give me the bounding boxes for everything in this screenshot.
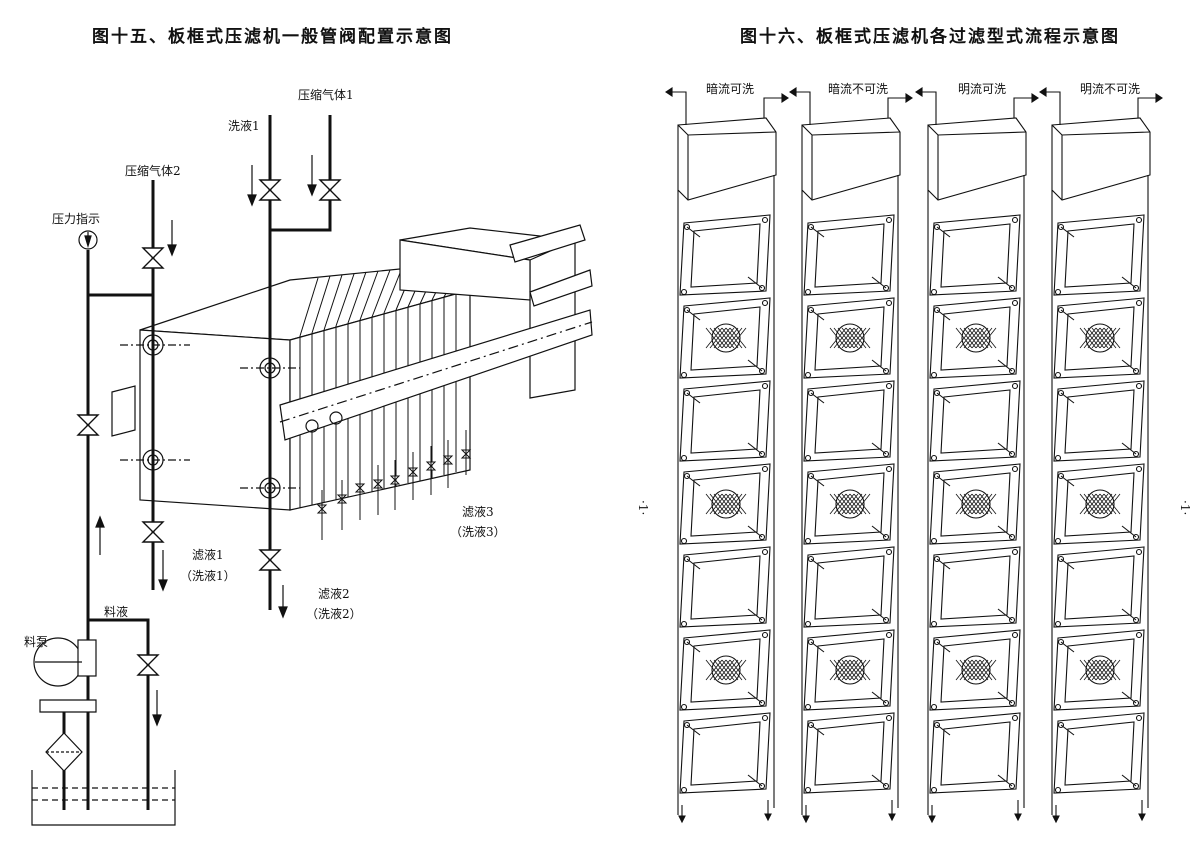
filter-cloth-mesh: [1079, 655, 1121, 685]
head-block: [801, 117, 901, 201]
label-filtrate-1: 滤液1: [192, 548, 224, 562]
plate: [679, 546, 771, 628]
bottom-outlets: [1052, 800, 1146, 824]
plate: [1053, 546, 1145, 628]
filter-cloth-mesh: [1079, 489, 1121, 519]
plate: [679, 297, 771, 379]
plate: [803, 297, 895, 379]
plate: [1053, 712, 1145, 794]
feed-tank: [31, 770, 176, 826]
plate: [1053, 629, 1145, 711]
filter-cloth-mesh: [705, 323, 747, 353]
plate: [929, 546, 1021, 628]
filter-press-piping-diagram: [31, 115, 593, 826]
valves: [76, 179, 472, 676]
plate: [1053, 214, 1145, 296]
label-wash-2-paren: （洗液2）: [306, 607, 362, 621]
pressure-gauge-icon: [78, 230, 98, 250]
column-2: [789, 86, 913, 824]
outlet-pipes: [915, 86, 1039, 125]
column-label-4: 明流不可洗: [1080, 82, 1141, 96]
column-1: [665, 86, 789, 824]
column-label-2: 暗流不可洗: [828, 82, 889, 96]
page-mark-left: ·1·: [636, 500, 650, 516]
plate: [929, 297, 1021, 379]
head-block: [677, 117, 777, 201]
bottom-outlets: [678, 800, 772, 824]
column-label-1: 暗流可洗: [706, 82, 755, 96]
page-mark-right: ·1·: [1178, 500, 1192, 516]
label-wash-1: 洗液1: [228, 119, 260, 133]
plate: [803, 629, 895, 711]
plate: [679, 463, 771, 545]
plate: [1053, 463, 1145, 545]
bottom-outlets: [802, 800, 896, 824]
bottom-outlets: [928, 800, 1022, 824]
outlet-pipes: [1039, 86, 1163, 125]
filter-cloth-mesh: [829, 323, 871, 353]
outlet-pipes: [789, 86, 913, 125]
label-feed-liquid: 料液: [104, 605, 129, 619]
figure-16-title: 图十六、板框式压滤机各过滤型式流程示意图: [740, 27, 1120, 47]
strainer-icon: [45, 732, 83, 772]
column-4: [1039, 86, 1163, 824]
filter-cloth-mesh: [705, 489, 747, 519]
plate: [1053, 297, 1145, 379]
label-pressure-indicator: 压力指示: [52, 212, 101, 226]
head-block: [927, 117, 1027, 201]
label-feed-pump: 料泵: [24, 635, 49, 649]
label-compressed-gas-2: 压缩气体2: [125, 164, 181, 178]
plate: [803, 463, 895, 545]
column-label-3: 明流可洗: [958, 82, 1007, 96]
filter-cloth-mesh: [829, 489, 871, 519]
plate: [929, 712, 1021, 794]
plate: [679, 380, 771, 462]
plate: [929, 380, 1021, 462]
filter-cloth-mesh: [955, 655, 997, 685]
plate: [929, 214, 1021, 296]
label-wash-1-paren: （洗液1）: [180, 569, 236, 583]
filtration-flow-diagram: [665, 86, 1163, 824]
label-compressed-gas-1: 压缩气体1: [298, 88, 354, 102]
plate: [1053, 380, 1145, 462]
plate: [679, 214, 771, 296]
filter-cloth-mesh: [829, 655, 871, 685]
plate: [679, 629, 771, 711]
figure-15-title: 图十五、板框式压滤机一般管阀配置示意图: [92, 27, 453, 47]
flow-arrows: [95, 155, 317, 727]
plate: [803, 546, 895, 628]
plate: [929, 463, 1021, 545]
column-3: [915, 86, 1039, 824]
filter-cloth-mesh: [955, 323, 997, 353]
plate: [803, 214, 895, 296]
filter-cloth-mesh: [1079, 323, 1121, 353]
feed-pump-icon: [33, 637, 97, 713]
label-wash-3-paren: （洗液3）: [450, 525, 506, 539]
outlet-pipes: [665, 86, 789, 125]
filter-cloth-mesh: [955, 489, 997, 519]
label-filtrate-3: 滤液3: [462, 505, 494, 519]
head-block: [1051, 117, 1151, 201]
plate: [929, 629, 1021, 711]
plate: [803, 380, 895, 462]
plate-stack: [111, 224, 593, 511]
filtrate-drains: [321, 430, 467, 540]
label-filtrate-2: 滤液2: [318, 587, 350, 601]
plate: [679, 712, 771, 794]
plate: [803, 712, 895, 794]
filter-cloth-mesh: [705, 655, 747, 685]
